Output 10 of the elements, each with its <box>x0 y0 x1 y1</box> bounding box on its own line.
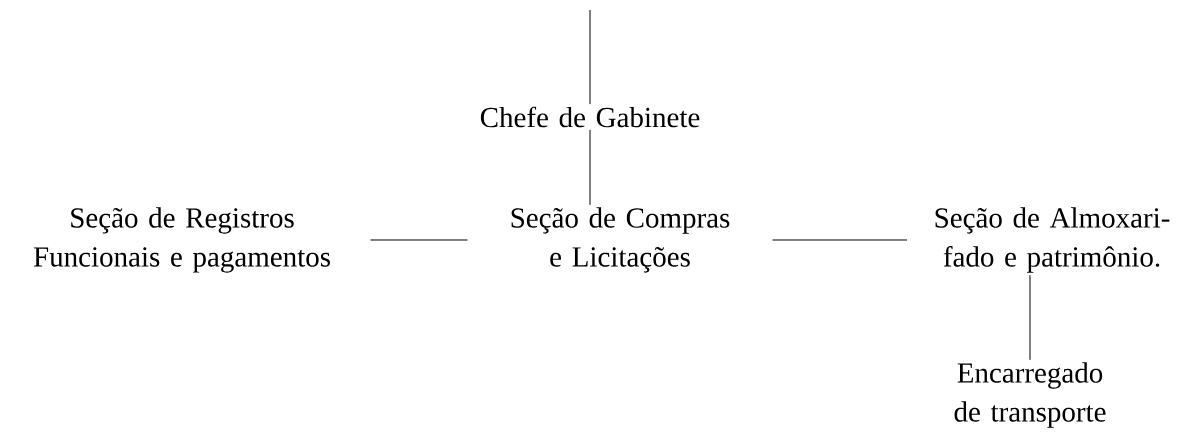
connector-line <box>1029 274 1031 361</box>
org-unit-label: Seção de Registros Funcionais e pagamentos <box>33 207 330 273</box>
connector-line <box>589 9 591 105</box>
connector-line <box>370 239 468 241</box>
org-unit-label: Seção de Compras e Licitações <box>511 207 730 273</box>
connector-line <box>589 129 591 206</box>
org-unit-label: Chefe de Gabinete <box>480 106 700 128</box>
org-unit-label: Encarregado de transporte <box>954 362 1106 428</box>
connector-line <box>772 239 908 241</box>
org-unit-label: Seção de Almoxari- fado e patrimônio. <box>935 207 1170 273</box>
